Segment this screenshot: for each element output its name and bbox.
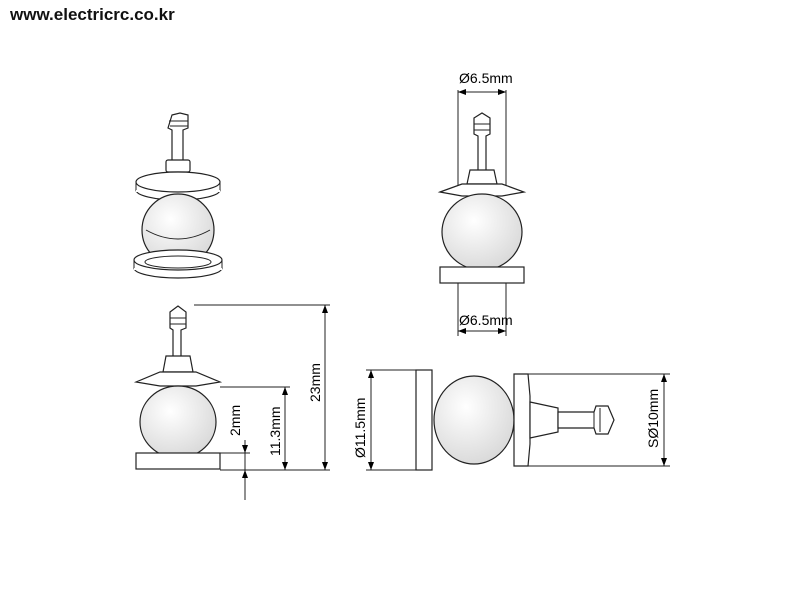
side-view-heights: 23mm 11.3mm 2mm xyxy=(133,304,330,500)
website-text: www.electricrc.co.kr xyxy=(9,5,175,24)
front-view-top: Ø6.5mm Ø6.5mm xyxy=(437,70,527,336)
dim-height-23: 23mm xyxy=(307,363,323,402)
dim-height-2: 2mm xyxy=(227,405,243,436)
dim-top-diameter: Ø6.5mm xyxy=(459,70,513,86)
isometric-view xyxy=(133,112,223,279)
dim-height-113: 11.3mm xyxy=(267,406,283,456)
dim-diameter-115: Ø11.5mm xyxy=(352,398,368,458)
dim-sphere-diameter: SØ10mm xyxy=(645,389,661,448)
dim-bottom-diameter: Ø6.5mm xyxy=(459,312,513,328)
horizontal-view: Ø11.5mm SØ10mm xyxy=(352,369,670,471)
